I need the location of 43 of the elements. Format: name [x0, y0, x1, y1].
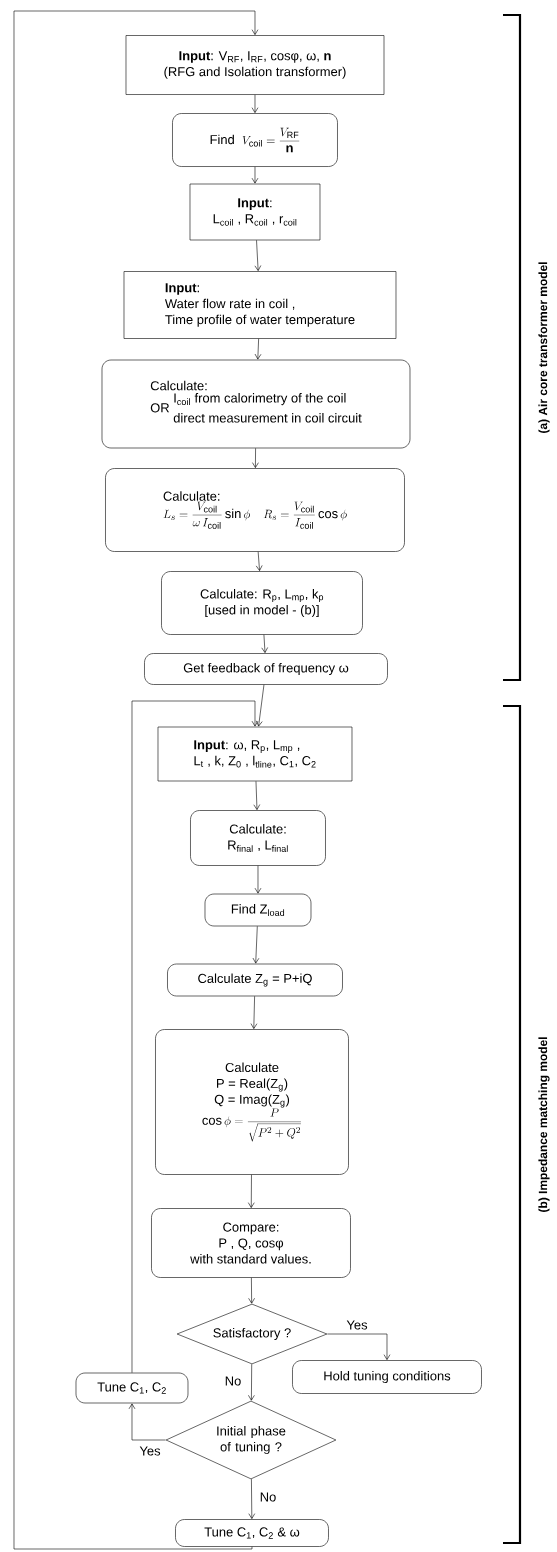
- process-box: Get feedback of frequency ω: [144, 653, 388, 685]
- section-label: (b) Impedance matching model: [538, 1037, 550, 1212]
- arrow: [248, 1478, 256, 1519]
- process-box: Tune C$_{1}$, C$_{2}$: [75, 1372, 189, 1404]
- process-box: Calculate: R$_{p}$, L$_{mp}$, k$_{p}$ [used in model - (b)]: [161, 571, 363, 635]
- input-box: Input: V$_{RF}$, I$_{RF}$, cosφ, ω, n (RFG and Isolation transformer): [125, 35, 385, 95]
- arrow: [327, 1333, 391, 1360]
- process-box: Find $V_{\mathrm{coil}} = \frac{V_{\mathrm{RF}}}{\mathbf{n}}$: [172, 113, 338, 167]
- arrow: [13, 10, 259, 1550]
- process-box: Calculate: R$_{final}$ , L$_{final}$: [190, 810, 326, 866]
- process-box: Hold tuning conditions: [292, 1360, 482, 1394]
- arrow: [254, 338, 262, 360]
- arrow: [254, 240, 262, 271]
- arrow: [253, 781, 261, 810]
- edge-label: Yes: [138, 1445, 162, 1457]
- arrow: [248, 1363, 255, 1401]
- process-box: Compare: P , Q, cosφ with standard values.: [151, 1208, 351, 1278]
- arrow: [251, 166, 259, 184]
- arrow: [248, 1277, 255, 1304]
- arrow: [251, 94, 259, 113]
- input-box: Input: L$_{coil}$ , R$_{coil}$ , r$_{coil}$: [189, 183, 321, 241]
- arrow: [250, 996, 258, 1029]
- process-box: Find Z$_{load}$: [204, 893, 312, 927]
- section-label: (a) Air core transformer model: [538, 262, 550, 433]
- edge-label: Yes: [345, 1319, 369, 1331]
- input-box: Input: ω, R$_{p}$, L$_{mp}$ , L$_{t}$ , k, Z$_{0}$ , l$_{tline}$, C$_{1}$, C$_{2}$: [157, 726, 353, 782]
- process-box: Calculate Z$_{g}$ = P+iQ: [167, 963, 343, 997]
- arrow: [254, 865, 262, 894]
- arrow: [255, 551, 263, 571]
- process-box: Tune C$_{1}$, C$_{2}$ & ω: [175, 1519, 329, 1547]
- process-box: Calculate: OR I$_{coil}$ from calorimetry of the coil direct measurement in coil circuit: [101, 359, 411, 449]
- process-box: Calculate P = Real(Z$_{g}$) Q = Imag(Z$_{g}$) $\cos\phi = \frac{P}{\sqrt{P^{2}+Q^{2}}}$: [155, 1029, 349, 1175]
- edge-label: No: [258, 1491, 278, 1503]
- arrow: [131, 700, 259, 1373]
- arrow: [252, 448, 259, 468]
- arrow: [248, 1174, 255, 1208]
- arrow: [261, 634, 268, 653]
- process-box: Calculate: $L_{s} = \frac{V_{\mathrm{coil}}}{\omega\, I_{\mathrm{coil}}}\sin\phi \quad R_{s} = \frac{V_{\mathrm{coil}}}{I_{\mathrm{coil}}}\cos\phi$: [105, 468, 405, 552]
- arrow: [252, 926, 260, 964]
- edge-label: No: [223, 1375, 243, 1387]
- arrow: [255, 684, 265, 727]
- arrow: [128, 1403, 166, 1441]
- input-box: Input: Water flow rate in coil , Time profile of water temperature: [123, 271, 397, 339]
